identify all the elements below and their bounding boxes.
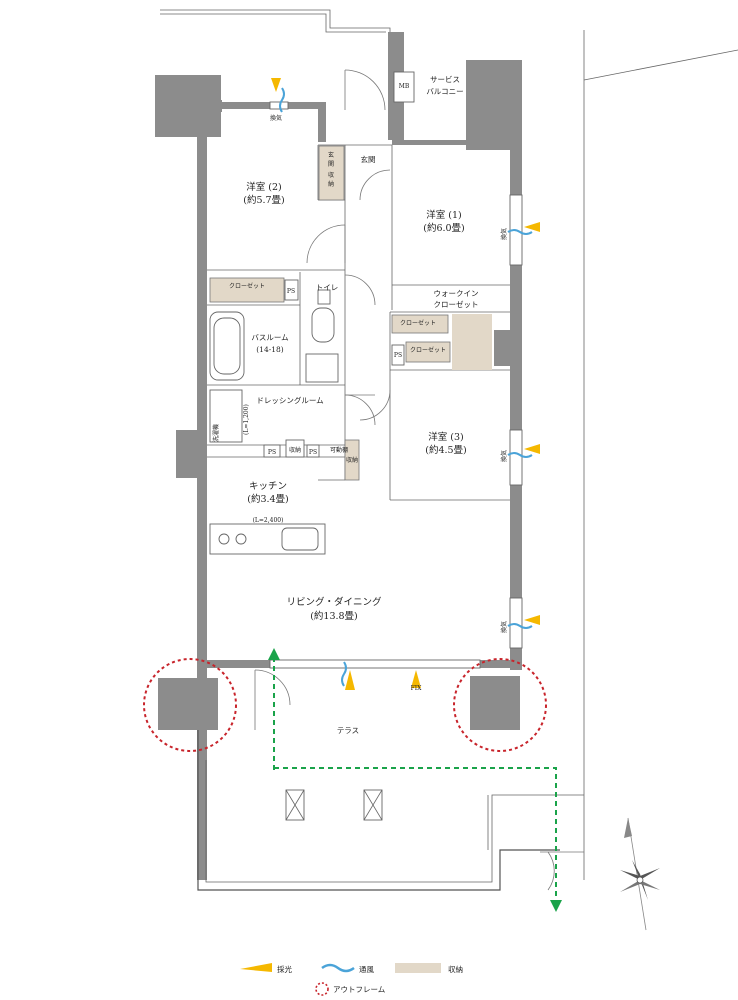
sink: [281, 527, 319, 551]
legend-outframe-label: アウトフレーム: [333, 985, 385, 994]
room-kitchen-size: (約3.4畳): [247, 493, 289, 505]
room-western-1-name: 洋室 (1): [426, 209, 461, 221]
fixtures: [209, 71, 415, 821]
ps-label-kitchen: PS: [268, 449, 276, 456]
room-toilet-name: トイレ: [316, 283, 339, 292]
compass-icon: [620, 817, 660, 931]
outframe-column-left: [158, 678, 218, 730]
terrace-label: テラス: [337, 726, 359, 735]
wind-indicators: [279, 87, 533, 687]
outframe-circle-right: [453, 658, 547, 752]
walls: [155, 32, 522, 880]
outframe-markers: [143, 658, 547, 752]
storage-label-dressing: 収納: [289, 446, 301, 454]
light-indicators: [271, 78, 540, 690]
legend-wind-icon: [321, 963, 355, 973]
entrance-storage: [318, 145, 345, 201]
room-western-2-size: (約5.7畳): [243, 194, 285, 206]
room-living-name: リビング・ダイニング: [286, 596, 382, 608]
ps-box-dressing: [306, 444, 320, 458]
room-western-2-name: 洋室 (2): [246, 181, 281, 193]
vent-label-living: 換気: [500, 621, 508, 633]
room-bath-size: (14-18): [256, 345, 284, 354]
wind-icon: [507, 229, 533, 235]
light-icon: [524, 222, 540, 232]
entrance-storage-label-4: 納: [328, 180, 334, 188]
vent-label-w1: 換気: [500, 228, 508, 240]
mb-label: MB: [399, 83, 410, 90]
entrance-storage-label-1: 玄: [328, 151, 334, 159]
room-dressing-name: ドレッシングルーム: [256, 395, 323, 405]
walkin-label-1: ウォークイン: [434, 289, 479, 298]
legend-light-icon: [240, 963, 272, 972]
terrace-outline: [197, 730, 584, 891]
storage-areas: [209, 145, 492, 481]
kitchen-counter-length: (L=2,400): [253, 517, 284, 524]
room-living-size: (約13.8畳): [310, 610, 358, 622]
mb-box: [393, 71, 415, 103]
vent-label-w3: 換気: [500, 450, 508, 462]
room-kitchen-name: キッチン: [249, 481, 287, 492]
ps-box-hall: [391, 344, 405, 366]
outframe-column-right: [470, 676, 520, 730]
room-western-1-size: (約6.0畳): [423, 222, 465, 234]
legend-outframe-icon: [315, 982, 329, 996]
legend-wind-label: 通風: [359, 964, 374, 974]
walkin-label-2: クローゼット: [434, 299, 479, 309]
doors: [254, 69, 584, 891]
stove-burner: [218, 533, 230, 545]
service-balcony-label-1: サービス: [430, 75, 460, 84]
closet-western-3-upper: [391, 314, 449, 334]
hall-storage: [344, 439, 360, 481]
legend-storage-label: 収納: [448, 964, 463, 974]
service-balcony-label-2: バルコニー: [426, 87, 463, 96]
ps-box-bath: [284, 279, 299, 301]
movable-storage-label: 可動棚: [330, 446, 348, 454]
ps-label-dressing: PS: [309, 449, 317, 456]
dressing-counter-length: (L=1,200): [243, 404, 250, 435]
legend: 採光 通風 収納 アウトフレーム: [240, 963, 463, 996]
room-western-3-name: 洋室 (3): [428, 431, 463, 443]
storage-label-hall: 収納: [346, 456, 358, 464]
entrance-storage-label-3: 収: [328, 172, 334, 179]
legend-light-label: 採光: [277, 964, 292, 974]
ps-box-kitchen: [263, 444, 281, 458]
ps-label-bath: PS: [287, 288, 295, 295]
legend-storage-icon: [395, 963, 441, 973]
walkin-storage: [452, 314, 492, 370]
fix-label: FIX: [411, 685, 423, 692]
closet-label-western-2: クローゼット: [229, 282, 265, 290]
closet-western-3-lower: [405, 341, 451, 363]
ps-label-hall: PS: [394, 352, 402, 359]
outframe-circle-left: [143, 658, 237, 752]
storage-dressing: [285, 439, 305, 458]
closet-western-2: [209, 277, 285, 303]
closet-label-western-3-upper: クローゼット: [400, 319, 436, 327]
room-entrance-name: 玄関: [361, 154, 376, 164]
washer-label: 洗濯機: [212, 424, 220, 442]
outframe-columns: [158, 676, 520, 730]
room-western-3-size: (約4.5畳): [425, 444, 467, 456]
toilet-fixture: [311, 307, 335, 343]
washbasin: [209, 389, 243, 443]
vent-label-top: 換気: [270, 114, 282, 122]
closet-label-western-3-lower: クローゼット: [410, 346, 446, 354]
entrance-storage-label-2: 関: [328, 161, 334, 168]
evacuation-route: [268, 648, 562, 912]
room-bath-name: バスルーム: [251, 333, 288, 342]
